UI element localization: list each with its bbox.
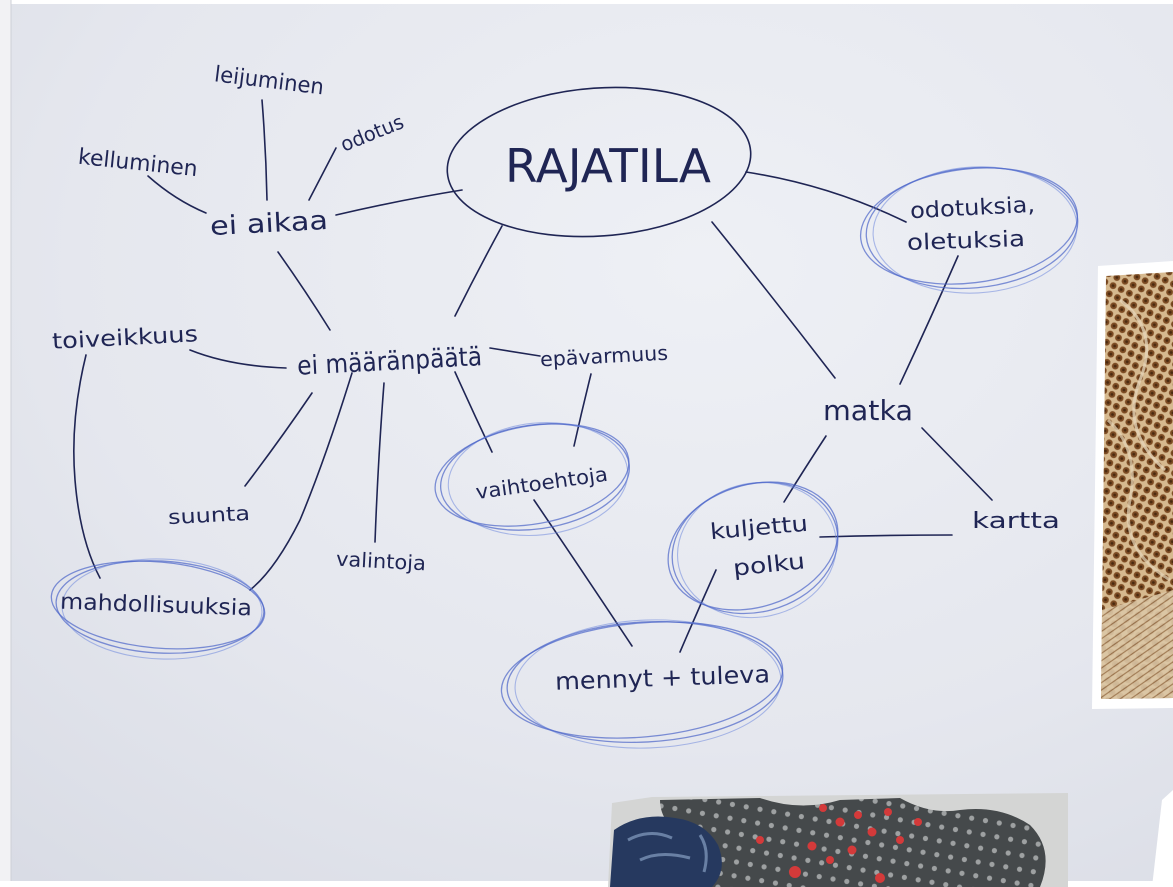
highlight-mennyt-tuleva — [500, 619, 784, 749]
connector-ei-maaranpaata-epavarmuus — [489, 347, 541, 357]
texture-photo-lower — [1101, 590, 1173, 699]
node-ei-aikaa: ei aikaa — [209, 206, 328, 242]
connector-ei-aikaa-rajatila — [335, 189, 463, 216]
red-bead — [756, 836, 764, 844]
connector-odotus-ei-aikaa — [308, 147, 337, 201]
center-ellipse — [446, 86, 752, 238]
connector-ei-maaranpaata-vaihtoehtoja — [454, 371, 493, 453]
red-bead — [789, 866, 801, 878]
red-bead — [819, 804, 827, 812]
highlight-ring — [506, 620, 784, 744]
connector-ei-maaranpaata-suunta — [244, 392, 313, 487]
node-valintoja: valintoja — [335, 547, 426, 576]
connector-ei-maaranpaata-valintoja — [374, 382, 385, 543]
highlight-ring — [55, 560, 265, 654]
connector-toiveikkuus-mahdollisuuksia — [73, 354, 101, 579]
red-bead — [826, 856, 834, 864]
highlight-ring — [667, 481, 839, 611]
connector-odotuksia-matka — [899, 255, 959, 385]
highlight-vaihtoehtoja — [434, 421, 631, 537]
connector-leijuminen-ei-aikaa — [261, 99, 268, 201]
connector-kuljettu-polku-kartta — [819, 534, 953, 538]
jewelry-red-beads — [756, 804, 922, 883]
highlight-ring — [50, 560, 266, 650]
red-bead — [835, 817, 845, 827]
connector-vaihtoehtoja-mennyt-tuleva — [533, 499, 633, 647]
connector-rajatila-matka — [711, 221, 836, 379]
texture-photo — [1092, 261, 1173, 709]
bottom-edge — [0, 881, 1173, 887]
highlight-ring — [434, 423, 630, 527]
red-bead — [884, 808, 892, 816]
highlight-odotuksia — [859, 166, 1079, 294]
highlight-kuljettu-polku — [667, 481, 839, 619]
texture-photo-swirl — [1119, 298, 1166, 472]
red-bead — [875, 873, 885, 883]
connector-epavarmuus-vaihtoehtoja — [573, 373, 592, 447]
node-kartta: kartta — [972, 509, 1060, 534]
connector-kuljettu-polku-mennyt-tuleva — [679, 569, 717, 653]
highlight-ring — [500, 621, 784, 739]
highlight-ring — [859, 167, 1079, 285]
red-bead — [896, 836, 904, 844]
connector-rajatila-odotuksia — [745, 171, 907, 223]
node-matka: matka — [823, 394, 913, 427]
highlight-mahdollisuuksia — [50, 558, 266, 660]
highlight-ring — [676, 481, 838, 619]
node-suunta: suunta — [167, 501, 250, 529]
texture-photo-dots — [1101, 272, 1173, 699]
red-bead — [807, 841, 817, 851]
jewelry-photo — [608, 793, 1068, 887]
red-bead — [847, 845, 857, 855]
connector-ei-aikaa-ei-maaranpaata — [277, 251, 331, 331]
connector-matka-kartta — [921, 427, 993, 501]
node-oletuksia: oletuksia — [907, 227, 1026, 256]
red-bead — [867, 827, 877, 837]
connector-rajatila-ei-maaranpaata — [454, 225, 503, 317]
connector-matka-kuljettu-polku — [783, 435, 827, 503]
center-label: RAJATILA — [505, 139, 712, 193]
jewelry-metal-piece — [660, 798, 1046, 887]
connectors — [73, 99, 993, 653]
paper-scrap — [1152, 790, 1173, 887]
connector-ei-maaranpaata-mahdollisuuksia — [249, 372, 353, 591]
red-bead — [854, 811, 862, 819]
connector-toiveikkuus-ei-maaranpaata — [189, 349, 287, 369]
left-edge — [0, 0, 11, 887]
texture-photo-swirl — [1106, 418, 1171, 582]
jewelry-blue-highlight — [627, 832, 708, 873]
top-edge — [0, 0, 1173, 4]
red-bead — [914, 818, 922, 826]
connector-kelluminen-ei-aikaa — [147, 175, 207, 214]
highlight-ring — [61, 558, 263, 660]
